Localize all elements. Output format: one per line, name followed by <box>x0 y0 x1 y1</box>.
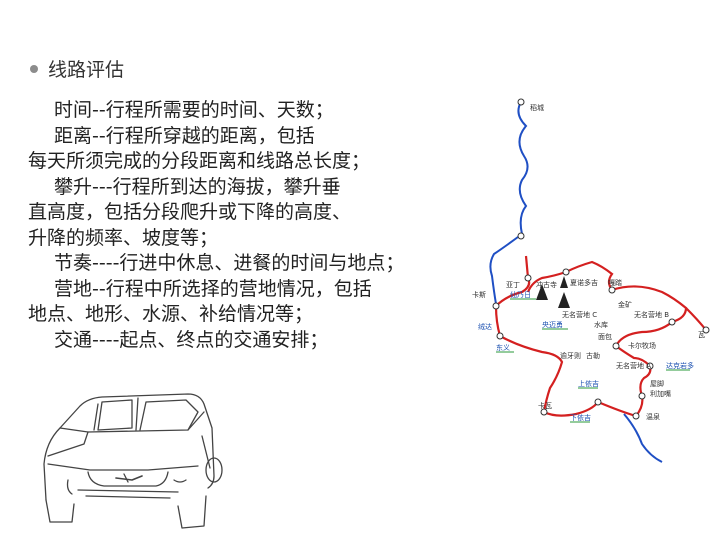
label-shucheng: 稻城 <box>530 103 544 112</box>
route-map: 稻城 亚丁 冲古寺 夏诺多吉 嘎踏 仙乃日 卡斯 金矿 无名营地 C 无名营地 … <box>472 98 710 463</box>
river-lower <box>623 413 663 463</box>
line-rhythm: 节奏----行进中休息、进餐的时间与地点； <box>54 252 405 274</box>
label-shangyiji: 上依吉 <box>578 379 599 388</box>
label-wuming-c: 无名营地 C <box>562 310 597 319</box>
label-rongda: 绒达 <box>478 322 492 331</box>
assessment-list: 时间--行程所需要的时间、天数； 距离--行程所穿越的距离，包括 每天所须完成的… <box>28 98 483 353</box>
label-lijiazui: 利加嘴 <box>650 389 671 398</box>
label-chonggu: 冲古寺 <box>536 280 557 289</box>
bullet-icon <box>30 64 38 73</box>
label-wenquan: 温泉 <box>646 412 660 421</box>
label-kasi: 卡斯 <box>472 290 486 299</box>
label-daku: 达克岩多 <box>666 361 694 370</box>
line-camp-cont: 地点、地形、水源、补给情况等； <box>28 303 314 325</box>
label-kaerniuchang: 卡尔牧场 <box>628 341 656 350</box>
line-distance: 距离--行程所穿越的距离，包括 <box>54 124 315 147</box>
label-kawa: 卡瓦 <box>538 401 552 410</box>
label-xiayiji: 下依吉 <box>570 413 591 422</box>
label-jinkuang: 金矿 <box>618 300 632 309</box>
label-gule: 古勒 <box>586 351 600 360</box>
label-xiannairi: 仙乃日 <box>510 290 531 299</box>
label-wa: 瓦 <box>698 331 705 339</box>
label-shuiku: 水库 <box>594 320 608 329</box>
label-gala: 嘎踏 <box>608 278 622 287</box>
heading-text: 线路评估 <box>48 59 125 81</box>
route-line <box>494 260 688 418</box>
label-yuanzhuzi: 逾牙则 <box>560 351 581 360</box>
label-wujiao: 屋脚 <box>650 379 664 388</box>
label-yangmaiyong: 央迈勇 <box>542 320 563 329</box>
line-time: 时间--行程所需要的时间、天数； <box>54 99 334 121</box>
route-east <box>685 307 707 331</box>
mountain-icon <box>560 276 568 288</box>
car-sketch-icon <box>43 393 223 529</box>
mountain-icon <box>558 292 570 308</box>
mountain-icon <box>536 284 548 300</box>
line-transport: 交通----起点、终点的交通安排； <box>54 328 329 351</box>
line-climb: 攀升---行程所到达的海拔，攀升垂 <box>54 175 341 198</box>
label-dongyi: 东义 <box>496 343 510 352</box>
line-climb-cont: 直高度，包括分段爬升或下降的高度、 <box>28 201 352 223</box>
line-distance-cont: 每天所须完成的分段距离和线路总长度； <box>28 150 371 172</box>
line-camp: 营地--行程中所选择的营地情况，包括 <box>54 277 372 300</box>
label-yading: 亚丁 <box>506 281 520 289</box>
label-wuming-a: 无名营地 A <box>616 361 651 370</box>
label-wuming-b: 无名营地 B <box>634 310 669 319</box>
slide-heading: 线路评估 <box>30 55 124 82</box>
river-line <box>489 101 529 305</box>
line-climb-cont2: 升降的频率、坡度等； <box>28 226 219 249</box>
label-miangen: 面包 <box>598 332 612 341</box>
label-xianaiduoji: 夏诺多吉 <box>570 278 598 287</box>
